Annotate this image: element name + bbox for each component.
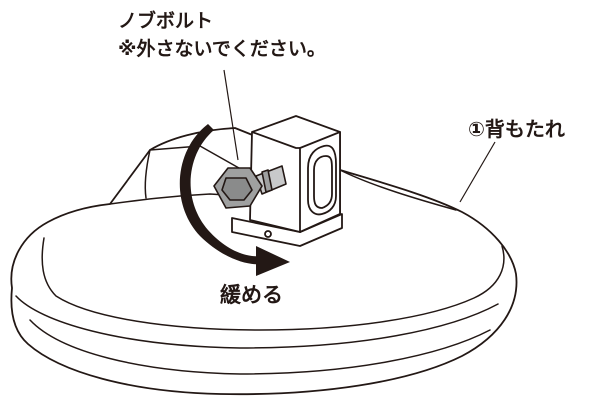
leader-lines (223, 69, 496, 203)
knob-bolt-label: ノブボルト (118, 10, 214, 32)
backrest-label: ①背もたれ (468, 117, 565, 141)
hex-knob-bolt-icon (213, 165, 287, 209)
mount-block (231, 115, 343, 247)
knob-bolt-warning-note: ※外さないでください。 (118, 38, 326, 60)
counterclockwise-arrow-icon (179, 124, 290, 276)
loosen-direction-label: 緩める (220, 283, 283, 307)
